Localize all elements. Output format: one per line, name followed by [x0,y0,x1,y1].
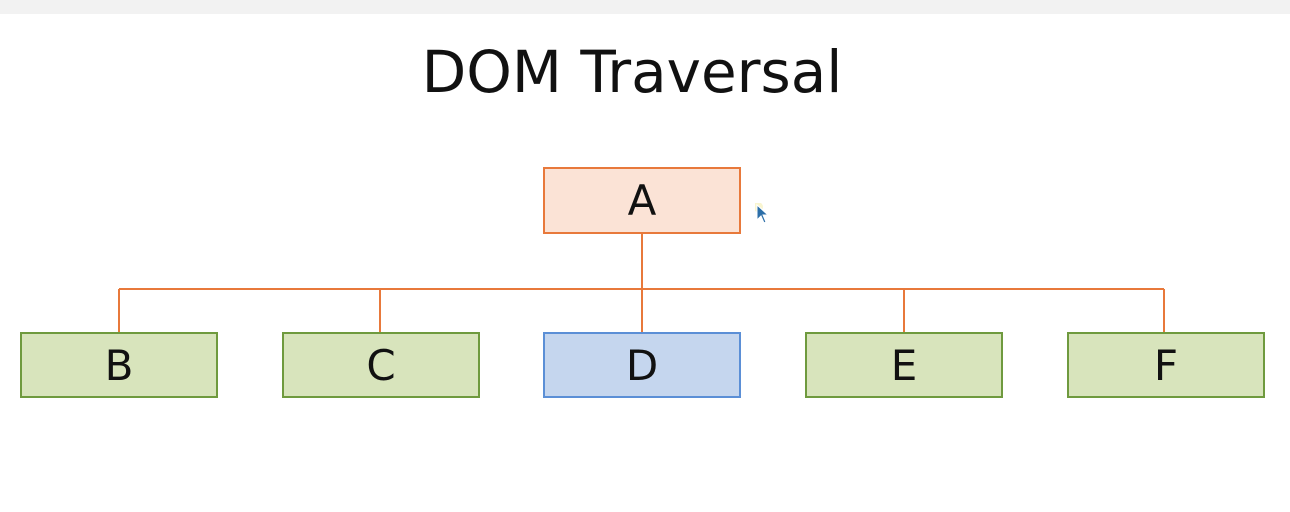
node-d: D [543,332,741,398]
node-f-label: F [1153,340,1179,390]
node-a-label: A [627,176,657,225]
node-e-label: E [890,340,918,390]
mouse-pointer-icon [755,203,770,224]
node-a: A [543,167,741,234]
node-d-label: D [625,340,659,390]
node-c-label: C [366,340,396,390]
node-b-label: B [104,340,134,390]
node-f: F [1067,332,1265,398]
node-b: B [20,332,218,398]
top-strip [0,0,1290,14]
node-e: E [805,332,1003,398]
node-c: C [282,332,480,398]
slide-title: DOM Traversal [421,38,843,106]
